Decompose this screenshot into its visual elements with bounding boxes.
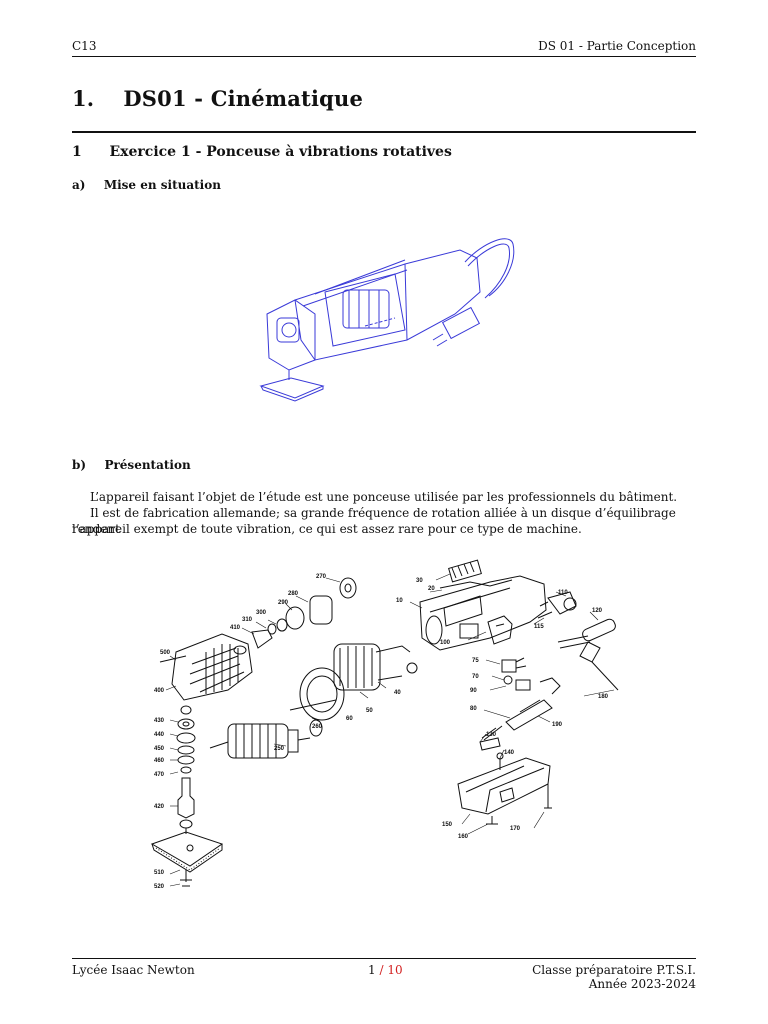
page-separator: / — [379, 963, 384, 977]
part-label-90: 90 — [470, 688, 477, 694]
label-leaders — [165, 573, 615, 887]
sander-sketch — [259, 238, 515, 402]
part-label-250: 250 — [274, 746, 285, 752]
part-label-260: 260 — [312, 724, 323, 730]
part-label-510: 510 — [154, 870, 165, 876]
motor-housing — [419, 559, 547, 651]
header-rule — [72, 56, 696, 57]
part-label-450: 450 — [154, 746, 165, 752]
part-label-290: 290 — [278, 600, 289, 606]
head-housing — [159, 633, 253, 701]
exploded-view-diagram: 270 280 290 300 310 410 500 400 430 440 … — [150, 559, 619, 890]
part-label-180: 180 — [598, 694, 609, 700]
page-number: 1 / 10 — [368, 963, 403, 977]
part-label-270: 270 — [316, 574, 327, 580]
header-right: DS 01 - Partie Conception — [538, 39, 696, 53]
part-label-300: 300 — [256, 610, 267, 616]
part-label-310: 310 — [242, 617, 253, 623]
bearing-group — [251, 577, 357, 649]
part-label-20: 20 — [428, 586, 435, 592]
section-b-heading: b) Présentation — [72, 458, 191, 472]
exercise-title: Exercice 1 - Ponceuse à vibrations rotat… — [109, 144, 452, 160]
part-label-280: 280 — [288, 591, 299, 597]
part-label-50: 50 — [366, 708, 373, 714]
page-current: 1 — [368, 963, 376, 977]
part-label-60: 60 — [346, 716, 353, 722]
part-label-420: 420 — [154, 804, 165, 810]
part-label-190: 190 — [552, 722, 563, 728]
footer-school: Lycée Isaac Newton — [72, 963, 195, 977]
part-label-400: 400 — [154, 688, 165, 694]
part-label-30: 30 — [416, 578, 423, 584]
section-b-title: Présentation — [104, 458, 191, 472]
part-label-10: 10 — [396, 598, 403, 604]
part-label-150: 150 — [442, 822, 453, 828]
sanding-pad — [150, 831, 224, 887]
part-label-100: 100 — [440, 640, 451, 646]
part-label-80: 80 — [470, 706, 477, 712]
strain-relief — [479, 737, 504, 770]
part-label-75: 75 — [472, 658, 479, 664]
switch — [487, 615, 513, 645]
page-total-link[interactable]: 10 — [387, 963, 403, 977]
lower-cover — [457, 757, 552, 825]
section-a-number: a) — [72, 178, 86, 192]
footer-rule — [72, 958, 696, 959]
part-label-430: 430 — [154, 718, 165, 724]
presentation-line-2: Il est de fabrication allemande; sa gran… — [72, 506, 676, 536]
exercise-heading: 1 Exercice 1 - Ponceuse à vibrations rot… — [72, 144, 452, 160]
part-label-500: 500 — [160, 650, 171, 656]
washer-stack — [176, 705, 196, 774]
exercise-number: 1 — [72, 144, 82, 160]
chapter-title: 1. DS01 - Cinématique — [72, 86, 363, 111]
field-coil — [289, 643, 418, 711]
presentation-line-1: L’appareil faisant l’objet de l’étude es… — [90, 490, 678, 504]
cord-assembly — [481, 635, 619, 741]
section-b-number: b) — [72, 458, 87, 472]
footer-class-line-1: Classe préparatoire P.T.S.I. — [532, 963, 696, 977]
footer-class-line-2: Année 2023-2024 — [588, 977, 696, 991]
header-left: C13 — [72, 39, 97, 53]
capacitor — [501, 657, 531, 691]
part-label-520: 520 — [154, 884, 165, 890]
part-label-120: 120 — [592, 608, 603, 614]
part-label-440: 440 — [154, 732, 165, 738]
presentation-line-3: l’appareil exempt de toute vibration, ce… — [72, 522, 582, 536]
part-label-70: 70 — [472, 674, 479, 680]
section-a-heading: a) Mise en situation — [72, 178, 221, 192]
chapter-title-text: DS01 - Cinématique — [123, 86, 364, 111]
part-label-140: 140 — [504, 750, 515, 756]
armature — [209, 719, 323, 759]
part-label-170: 170 — [510, 826, 521, 832]
section-a-title: Mise en situation — [103, 178, 221, 192]
spindle — [177, 777, 195, 834]
title-rule — [72, 131, 696, 133]
part-label-115: 115 — [534, 624, 544, 630]
part-label-160: 160 — [458, 834, 469, 840]
part-label-410: 410 — [230, 625, 241, 631]
part-label-130: 130 — [486, 732, 497, 738]
footer-class: Classe préparatoire P.T.S.I. Année 2023-… — [532, 963, 696, 991]
part-label-470: 470 — [154, 772, 165, 778]
brush-holder — [537, 591, 616, 642]
stator-ring — [299, 667, 345, 721]
part-label-460: 460 — [154, 758, 165, 764]
part-label-40: 40 — [394, 690, 401, 696]
chapter-number: 1. — [72, 86, 95, 111]
part-label-110: 110 — [558, 590, 568, 596]
